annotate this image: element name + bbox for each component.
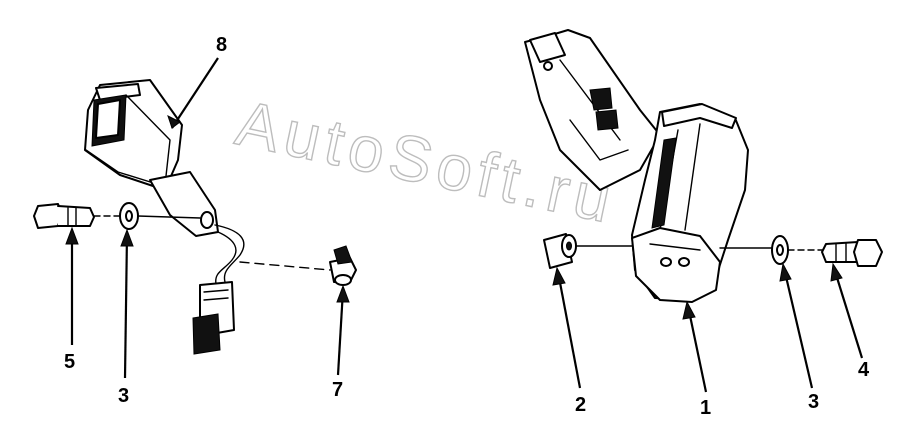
bolt-5 (33, 203, 95, 229)
callout-5: 5 (64, 351, 75, 373)
callout-7: 7 (332, 379, 343, 401)
leader-lines (65, 57, 864, 393)
callout-3-left: 3 (118, 385, 129, 407)
callout-3-right: 3 (808, 391, 819, 413)
spacer-2 (543, 233, 577, 269)
seat-belt-retractor (524, 29, 749, 303)
bolt-4 (821, 239, 883, 267)
washer-right (771, 235, 789, 265)
washer-left (119, 202, 139, 230)
seat-belt-buckle (84, 79, 245, 355)
callout-8: 8 (216, 34, 227, 56)
callout-1: 1 (700, 397, 711, 419)
callout-2: 2 (575, 394, 586, 416)
clip-7 (239, 245, 357, 286)
callout-4: 4 (858, 359, 870, 381)
